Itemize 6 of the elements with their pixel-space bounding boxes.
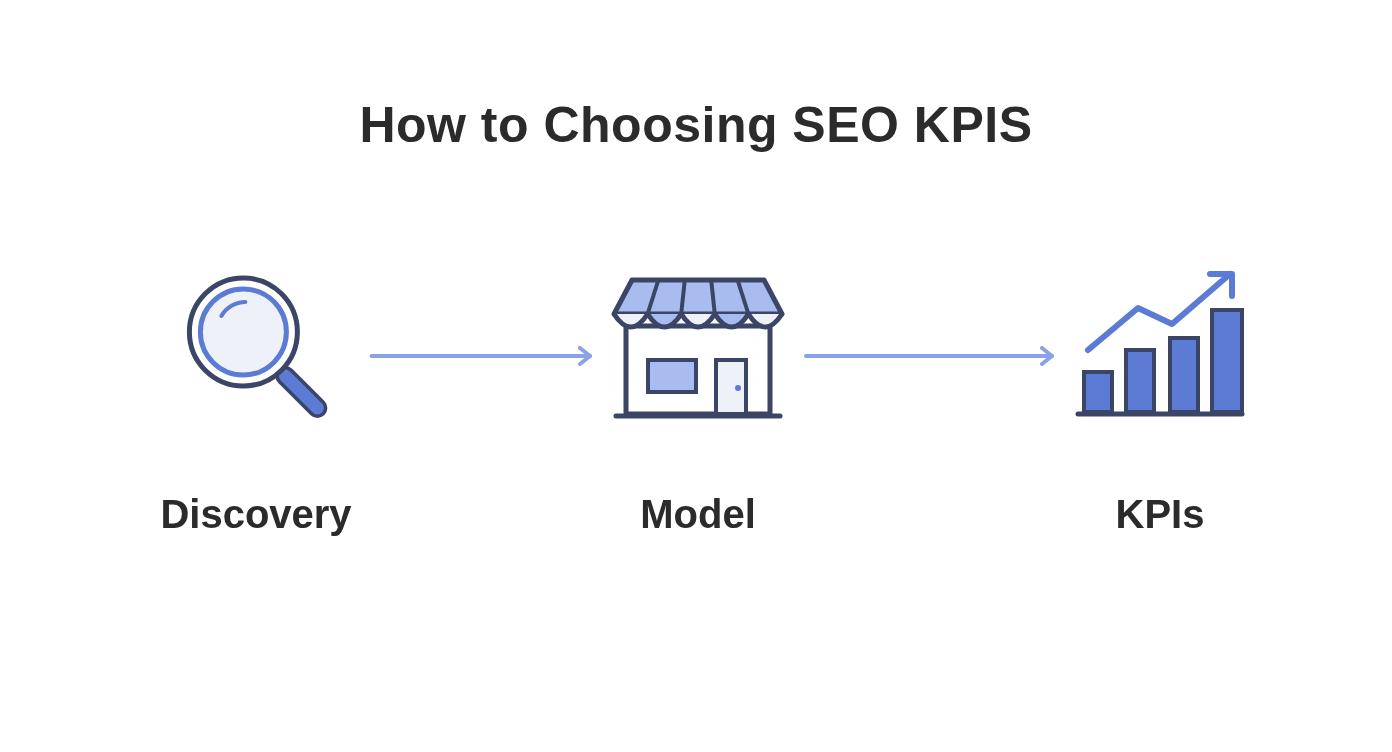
- step-label: Discovery: [160, 492, 352, 537]
- arrow: [369, 346, 592, 366]
- step-label: KPIs: [1115, 492, 1205, 537]
- arrow: [804, 346, 1054, 366]
- title: How to Choosing SEO KPIS: [358, 96, 1034, 154]
- step-label: Model: [640, 492, 756, 537]
